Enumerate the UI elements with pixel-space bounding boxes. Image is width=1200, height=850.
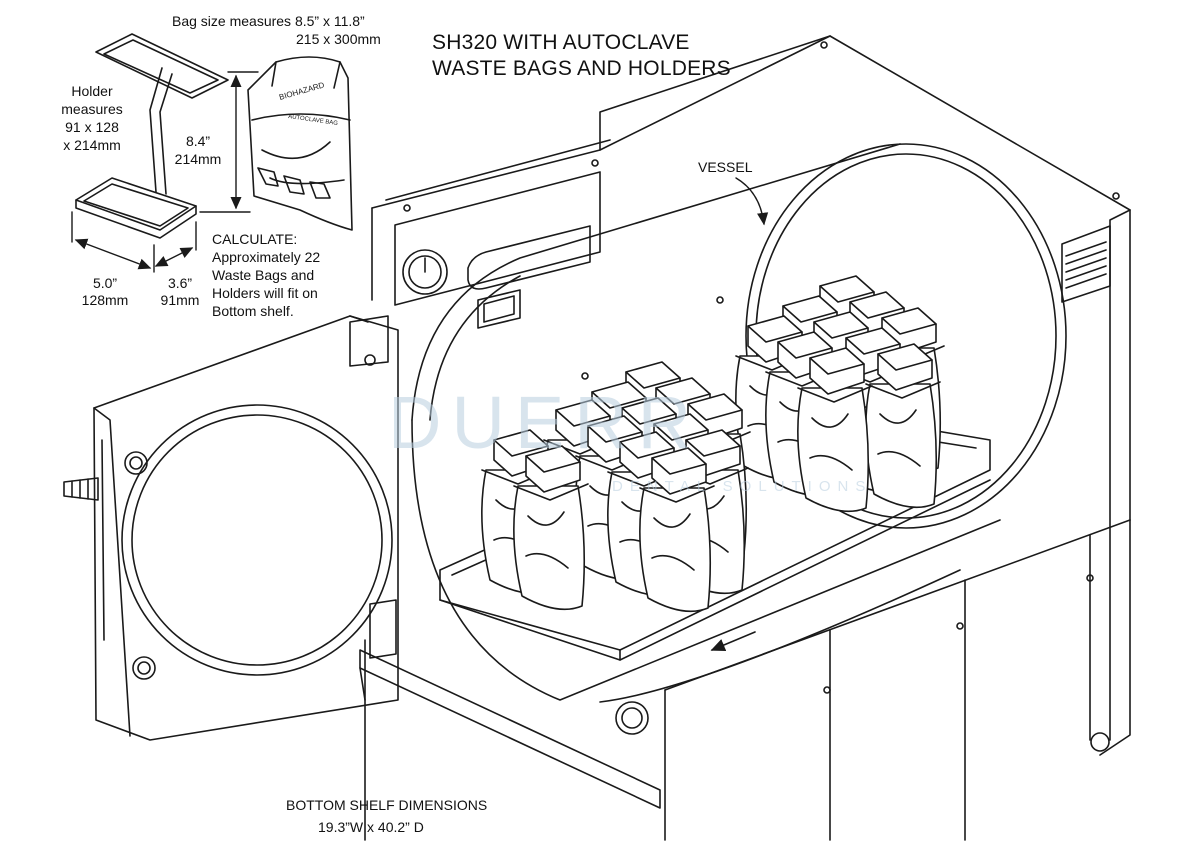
holder-label-line3: 91 x 128 [65,119,119,135]
calculate-line1: Approximately 22 [212,249,321,265]
holder-label-line4: x 214mm [63,137,121,153]
width-mm: 128mm [81,292,129,308]
shelf-heading: BOTTOM SHELF DIMENSIONS [286,797,488,813]
calculate-line2: Waste Bags and [212,267,315,283]
vessel-leader-arrow [735,177,769,226]
width-inches: 5.0” [92,275,118,291]
waste-bag-in-holder [865,343,941,509]
calculate-line4: Bottom shelf. [212,303,294,319]
waste-bag-drawing: BIOHAZARD AUTOCLAVE BAG [247,56,353,231]
holder-drawing [75,33,229,239]
calculate-heading: CALCULATE: [212,231,298,247]
height-mm: 214mm [174,151,222,167]
waste-bag-in-holder [513,445,589,611]
dimension-lines [71,71,769,273]
autoclave-cabinet [364,35,1131,841]
bag-print-top: BIOHAZARD [278,80,326,102]
watermark-brand: DUERR [388,381,702,464]
depth-inches: 3.6” [167,275,193,291]
autoclave-door [63,315,661,809]
holder-label-line1: Holder [71,83,113,99]
shelf-direction-arrow [710,631,756,651]
waste-bags-group [481,275,945,613]
width-dimension-line [74,238,152,270]
shelf-dims: 19.3”W x 40.2” D [318,819,424,835]
watermark-tagline: DENTAL SOLUTIONS [612,478,873,495]
calculate-line3: Holders will fit on [212,285,318,301]
vessel-chamber [411,143,1067,703]
holder-label-line2: measures [61,101,123,117]
waste-bag-in-holder [639,447,715,613]
bag-size-line1: Bag size measures 8.5” x 11.8” [172,13,365,29]
depth-mm: 91mm [160,292,200,308]
bag-size-line2: 215 x 300mm [296,31,381,47]
height-inches: 8.4” [185,133,211,149]
waste-bag-in-holder [797,347,873,513]
depth-dimension-line [154,247,194,267]
diagram-title-line1: SH320 WITH AUTOCLAVE [432,31,690,54]
vessel-label: VESSEL [698,159,753,175]
diagram-title-line2: WASTE BAGS AND HOLDERS [432,57,731,80]
